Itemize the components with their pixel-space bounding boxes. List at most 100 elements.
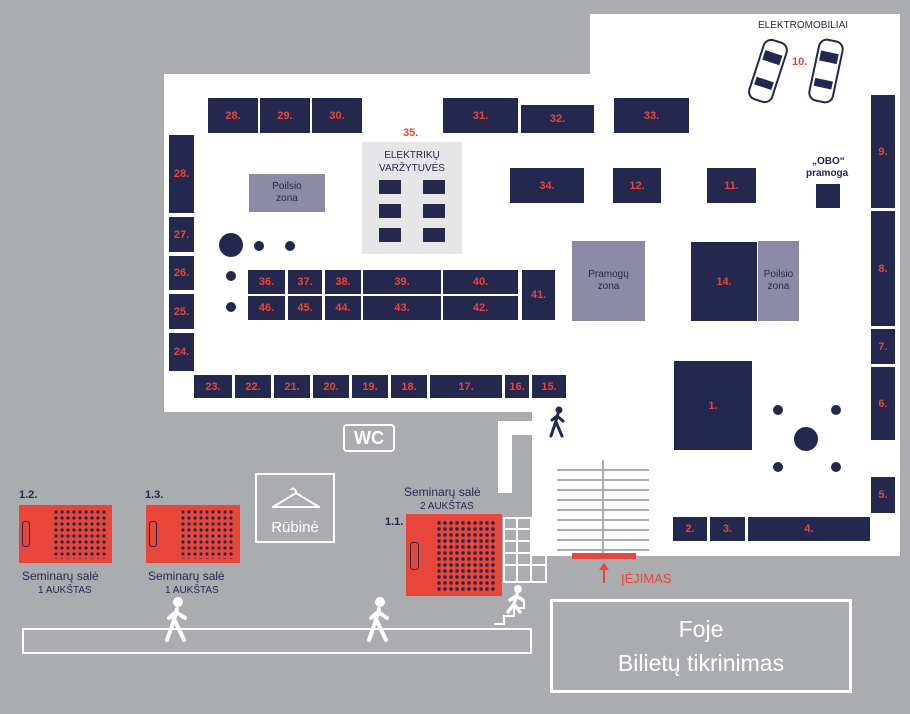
booth-36[interactable]: 36. <box>247 269 286 295</box>
booth-24[interactable]: 24. <box>168 332 195 372</box>
hanger-icon <box>272 487 320 508</box>
cloakroom-label: Rūbinė <box>271 519 319 536</box>
car-icon <box>748 38 788 104</box>
seminar-1-3-floor: 1 AUKŠTAS <box>165 585 219 596</box>
booth-34[interactable]: 34. <box>509 167 585 204</box>
rest-zone-right-line2: zona <box>767 281 790 292</box>
race-car-icon <box>423 228 445 242</box>
booth-20[interactable]: 20. <box>312 374 350 399</box>
booth-33[interactable]: 33. <box>613 97 690 134</box>
booth-4[interactable]: 4. <box>747 516 871 542</box>
table-dot <box>226 271 236 281</box>
table-dot <box>831 462 841 472</box>
seminar-room-1-1[interactable] <box>406 514 502 596</box>
booth-31[interactable]: 31. <box>442 97 519 134</box>
booth-27[interactable]: 27. <box>168 216 195 253</box>
booth-9[interactable]: 9. <box>870 94 896 209</box>
walking-person-icon <box>165 597 187 642</box>
obo-label: „OBO“ <box>812 156 845 167</box>
table-dot <box>254 241 264 251</box>
seminar-1-3-title: Seminarų salė <box>148 569 225 583</box>
booth-14[interactable]: 14. <box>690 241 758 322</box>
booth-5[interactable]: 5. <box>870 476 896 514</box>
table-dot <box>285 241 295 251</box>
table-dot <box>831 405 841 415</box>
foyer-title: Foje <box>678 616 724 642</box>
fun-zone-line2: zona <box>597 281 620 292</box>
staircase-small <box>503 517 547 583</box>
race-car-icon <box>423 204 445 218</box>
table-dot <box>794 427 818 451</box>
seminar-1-3-number: 1.3. <box>145 489 164 501</box>
booth-17[interactable]: 17. <box>429 374 503 399</box>
booth-16[interactable]: 16. <box>504 374 530 399</box>
race-title-2: VARŽYTUVĖS <box>379 163 445 174</box>
booth-21[interactable]: 21. <box>273 374 311 399</box>
booth-15[interactable]: 15. <box>531 374 567 399</box>
booth-28-top[interactable]: 28. <box>207 97 259 134</box>
electric-cars-number: 10. <box>792 56 808 68</box>
obo-booth[interactable] <box>816 184 840 208</box>
entrance-bar <box>572 553 636 559</box>
race-number: 35. <box>403 127 419 139</box>
booth-43[interactable]: 43. <box>362 295 442 321</box>
foyer-subtitle: Bilietų tikrinimas <box>617 650 785 676</box>
booth-22[interactable]: 22. <box>234 374 272 399</box>
booth-8[interactable]: 8. <box>870 210 896 327</box>
wc-sign: WC <box>343 424 395 452</box>
walking-person-icon <box>549 406 565 438</box>
booth-38[interactable]: 38. <box>324 269 362 295</box>
booth-28-left[interactable]: 28. <box>168 134 195 214</box>
booth-32[interactable]: 32. <box>520 104 595 134</box>
corridor <box>22 628 532 654</box>
rest-zone-right-line1: Poilsio <box>763 269 794 280</box>
seminar-1-1-floor: 2 AUKŠTAS <box>420 501 474 512</box>
booth-46[interactable]: 46. <box>247 295 286 321</box>
staircase <box>557 460 649 556</box>
seminar-1-2-title: Seminarų salė <box>22 569 99 583</box>
booth-37[interactable]: 37. <box>287 269 323 295</box>
booth-29[interactable]: 29. <box>259 97 311 134</box>
seminar-room-1-2[interactable] <box>19 505 112 563</box>
electric-cars-label: ELEKTROMOBILIAI <box>758 20 849 31</box>
booth-30[interactable]: 30. <box>311 97 363 134</box>
booth-2[interactable]: 2. <box>672 516 708 542</box>
corridor-wall <box>498 421 558 435</box>
booth-25[interactable]: 25. <box>168 293 195 330</box>
booth-42[interactable]: 42. <box>442 295 519 321</box>
booth-26[interactable]: 26. <box>168 255 195 291</box>
booth-12[interactable]: 12. <box>612 167 662 204</box>
table-dot <box>219 233 243 257</box>
table-dot <box>773 405 783 415</box>
race-area[interactable]: ELEKTRIKŲ VARŽYTUVĖS <box>362 142 462 254</box>
cloakroom[interactable]: Rūbinė <box>255 473 335 543</box>
race-car-icon <box>379 204 401 218</box>
booth-11[interactable]: 11. <box>706 167 757 204</box>
booth-18[interactable]: 18. <box>390 374 428 399</box>
booth-3[interactable]: 3. <box>709 516 746 542</box>
rest-zone-left-line2: zona <box>276 193 298 204</box>
entrance-arrow-icon <box>599 563 609 583</box>
race-title-1: ELEKTRIKŲ <box>384 150 440 161</box>
entrance-label: ĮĖJIMAS <box>621 571 672 586</box>
booth-44[interactable]: 44. <box>324 295 362 321</box>
corridor-wall <box>498 421 512 493</box>
car-icon <box>808 38 844 104</box>
booth-39[interactable]: 39. <box>362 269 442 295</box>
booth-40[interactable]: 40. <box>442 269 519 295</box>
booth-23[interactable]: 23. <box>193 374 233 399</box>
booth-41[interactable]: 41. <box>521 269 556 321</box>
seminar-room-1-3[interactable] <box>146 505 240 563</box>
booth-45[interactable]: 45. <box>287 295 323 321</box>
booth-6[interactable]: 6. <box>870 366 896 441</box>
table-dot <box>773 462 783 472</box>
seminar-1-2-number: 1.2. <box>19 489 38 501</box>
booth-7[interactable]: 7. <box>870 328 896 365</box>
booth-1[interactable]: 1. <box>673 360 753 451</box>
booth-19[interactable]: 19. <box>351 374 389 399</box>
fun-zone-line1: Pramogų <box>588 269 629 280</box>
foyer: Foje Bilietų tikrinimas <box>550 599 852 693</box>
